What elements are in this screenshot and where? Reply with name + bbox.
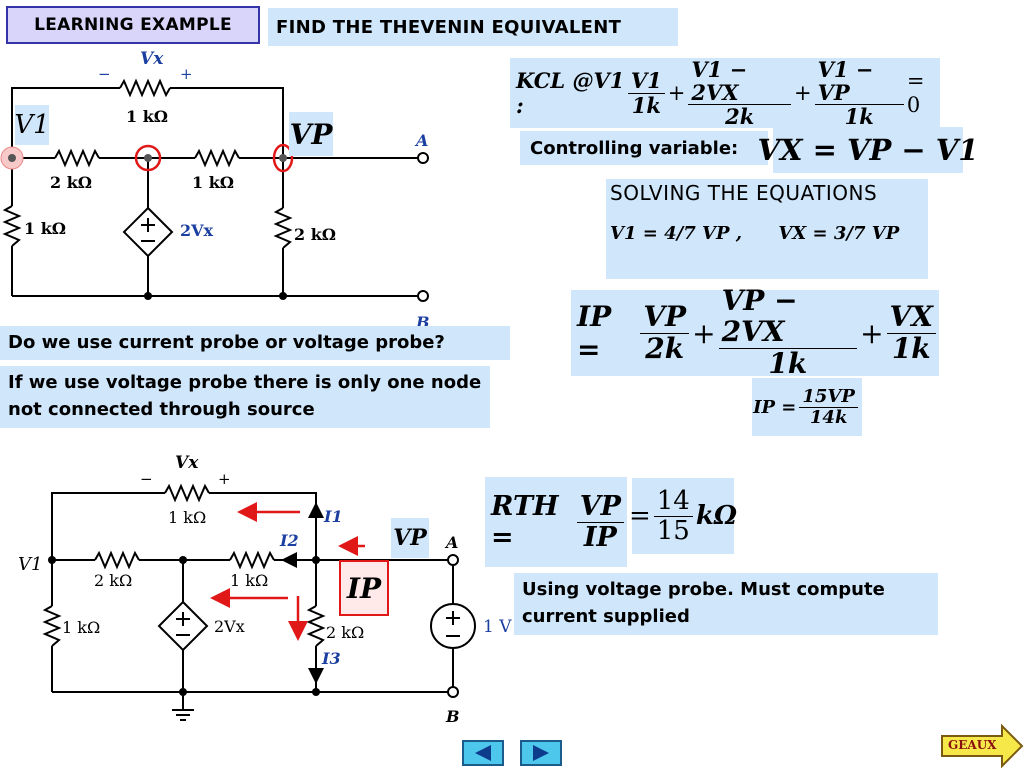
arrow-left-icon <box>475 745 491 761</box>
kcl-rhs: = 0 <box>906 69 925 117</box>
ip-t3-num: VX <box>886 301 936 334</box>
kcl-t1-num: V1 <box>627 69 665 94</box>
solving-eq2: VX = 3/7 VP <box>778 223 900 244</box>
rth-den: IP <box>583 521 617 553</box>
kcl-t3-num: V1 − VP <box>814 58 904 106</box>
ip-t2-den: 1k <box>768 346 808 380</box>
bottom-i3-label: I3 <box>321 649 341 668</box>
kcl-t3-den: 1k <box>844 104 874 130</box>
voltage-probe-note: Using voltage probe. Must compute curren… <box>514 573 938 635</box>
top-circuit-diagram: Vx − + 1 kΩ 2 kΩ 1 kΩ 1 kΩ 2 kΩ 2Vx A B <box>0 49 430 332</box>
kcl-t2-num: V1 − 2VX <box>688 58 791 106</box>
bottom-r-top: 1 kΩ <box>168 508 206 527</box>
top-dep-source: 2Vx <box>180 221 214 240</box>
ip-result-num: 15VP <box>799 386 858 408</box>
bottom-node-b: B <box>445 707 460 726</box>
geaux-button[interactable]: GEAUX <box>940 724 1024 768</box>
bottom-i1-label: I1 <box>323 507 343 526</box>
top-v1-label: V1 <box>14 105 50 145</box>
top-node-a: A <box>414 131 428 150</box>
top-minus: − <box>98 65 111 83</box>
bottom-r-mid: 1 kΩ <box>230 571 268 590</box>
learning-example-badge: LEARNING EXAMPLE <box>6 6 260 44</box>
ip-result-lhs: IP = <box>753 396 797 418</box>
top-vx-label: Vx <box>140 49 164 69</box>
ip-t2-num: VP − 2VX <box>718 286 858 349</box>
geaux-arrow-icon <box>941 724 1024 768</box>
rth-result-den: 15 <box>656 515 690 546</box>
ip-t3-den: 1k <box>891 331 931 365</box>
bottom-plus: + <box>218 470 231 488</box>
arrow-right-icon <box>533 745 549 761</box>
kcl-t2-den: 2k <box>725 104 755 130</box>
solving-eq1: V1 = 4/7 VP , <box>610 223 743 244</box>
bottom-r-right: 2 kΩ <box>326 623 364 642</box>
rth-result-num: 14 <box>653 487 693 517</box>
top-r-top: 1 kΩ <box>126 107 168 126</box>
bottom-vx-label: Vx <box>175 453 199 473</box>
controlling-equation: VX = VP − V1 <box>758 127 979 173</box>
page-title: FIND THE THEVENIN EQUIVALENT <box>268 8 678 46</box>
kcl-lhs: KCL @V1 : <box>516 68 625 118</box>
answer-text: If we use voltage probe there is only on… <box>0 366 490 428</box>
top-vp-label: VP <box>289 112 333 156</box>
kcl-t1-den: 1k <box>631 92 661 118</box>
top-r-2k: 2 kΩ <box>50 173 92 192</box>
rth-lhs: RTH = <box>491 491 559 553</box>
rth-num: VP <box>576 492 624 523</box>
bottom-r-left: 1 kΩ <box>62 618 100 637</box>
rth-unit: kΩ <box>695 501 738 531</box>
question-text: Do we use current probe or voltage probe… <box>0 326 510 360</box>
bottom-vp-label: VP <box>391 518 429 558</box>
controlling-label: Controlling variable: <box>520 131 768 165</box>
top-r-mid: 1 kΩ <box>192 173 234 192</box>
bottom-r-2k: 2 kΩ <box>94 571 132 590</box>
ip-t1-num: VP <box>640 301 690 334</box>
ip-t1-den: 2k <box>645 331 685 365</box>
solving-title: SOLVING THE EQUATIONS <box>610 181 878 205</box>
top-plus: + <box>180 65 193 83</box>
bottom-dep-source: 2Vx <box>214 617 245 636</box>
top-r-left: 1 kΩ <box>24 219 66 238</box>
next-slide-button[interactable] <box>520 740 562 766</box>
bottom-node-a: A <box>444 533 458 552</box>
bottom-i2-label: I2 <box>279 531 299 550</box>
solving-box: SOLVING THE EQUATIONS V1 = 4/7 VP , VX =… <box>606 179 928 279</box>
bottom-minus: − <box>140 470 153 488</box>
ip-eq-lhs: IP = <box>577 300 612 366</box>
prev-slide-button[interactable] <box>462 740 504 766</box>
bottom-v1-label: V1 <box>18 554 42 575</box>
ip-result-den: 14k <box>809 406 848 428</box>
bottom-source-label: 1 V <box>483 617 512 637</box>
top-r-right: 2 kΩ <box>294 225 336 244</box>
bottom-circuit-diagram: Vx − + 1 kΩ 2 kΩ 1 kΩ 1 kΩ 2 kΩ 2Vx V1 I… <box>18 453 512 726</box>
geaux-label: GEAUX <box>948 738 997 752</box>
bottom-ip-label: IP <box>339 560 389 616</box>
